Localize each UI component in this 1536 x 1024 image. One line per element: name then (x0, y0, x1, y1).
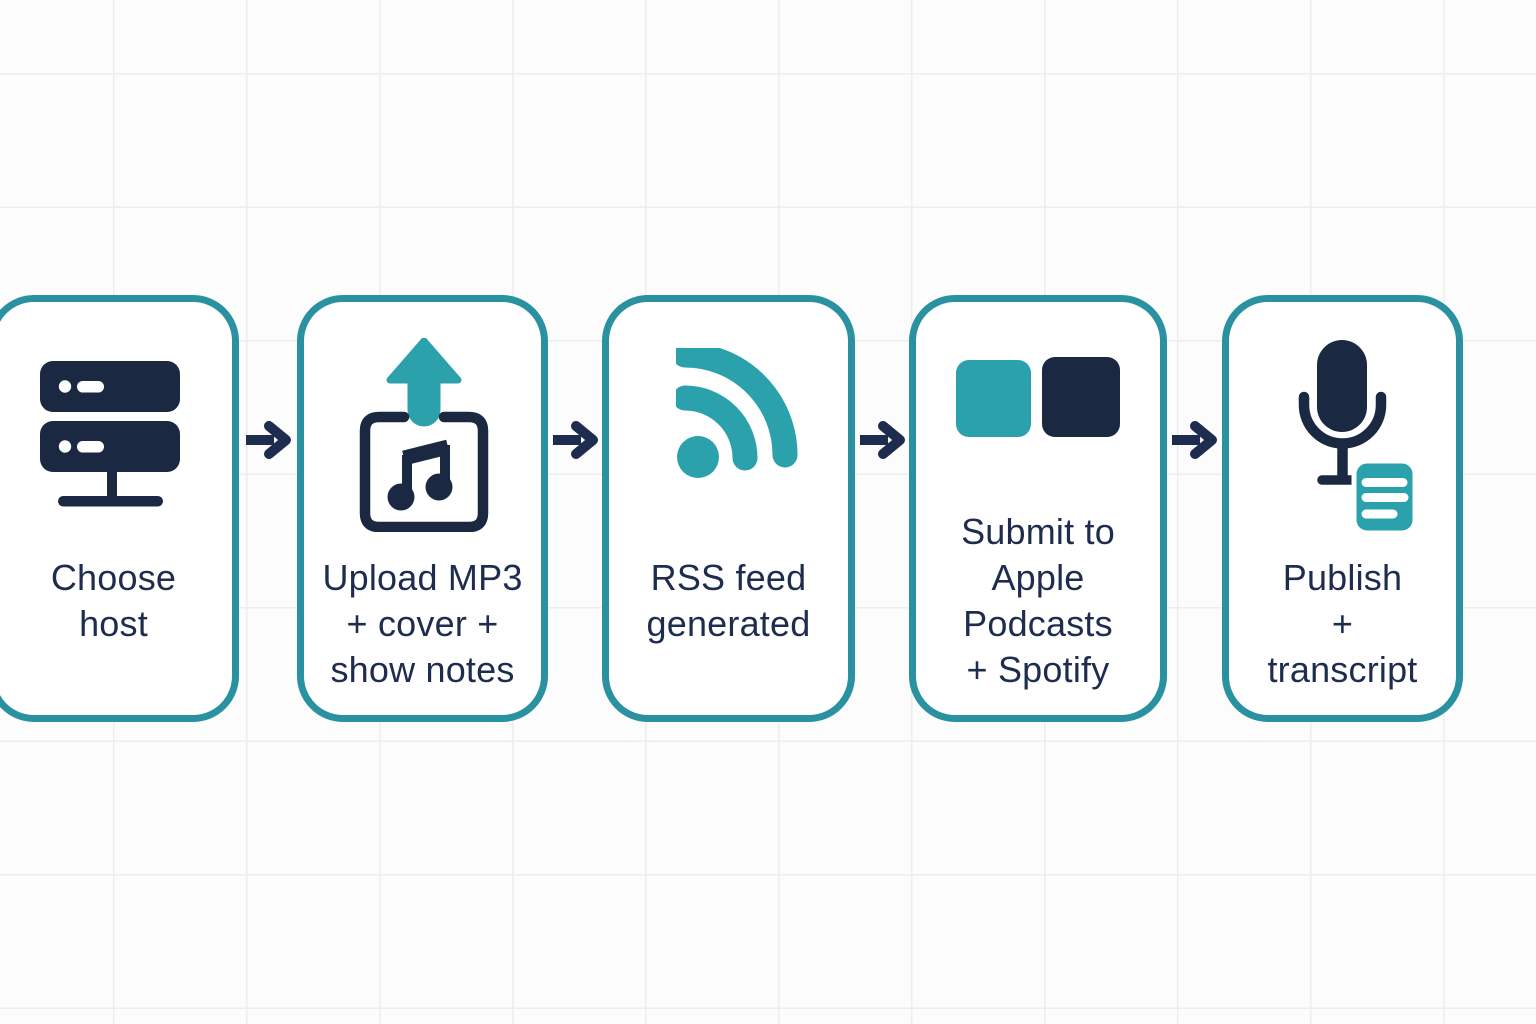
step-card-rss-feed: RSS feed generated (602, 295, 855, 722)
step-card-choose-host: Choose host (0, 295, 239, 722)
step-label: Choose host (0, 555, 232, 647)
step-label-line: host (79, 603, 148, 644)
upload-music-icon (359, 337, 489, 537)
apple-spotify-squares-icon (956, 357, 1120, 442)
step-label-line: Submit to (961, 511, 1115, 552)
step-label-line: Upload MP3 (322, 557, 523, 598)
arrow-right-icon (551, 417, 599, 463)
step-label: Publish + transcript (1229, 555, 1456, 693)
step-label: Submit to Apple Podcasts + Spotify (916, 509, 1160, 693)
step-card-submit-directories: Submit to Apple Podcasts + Spotify (909, 295, 1167, 722)
step-card-upload-mp3: Upload MP3 + cover + show notes (297, 295, 548, 722)
step-label-line: + (1331, 603, 1354, 644)
step-label-line: transcript (1267, 649, 1418, 690)
step-label-line: Apple (991, 557, 1085, 598)
arrow-right-icon (244, 417, 292, 463)
step-label-line: Choose (50, 557, 177, 598)
step-label: RSS feed generated (609, 555, 848, 647)
arrow-right-icon (858, 417, 906, 463)
step-label-line: show notes (330, 649, 515, 690)
step-label: Upload MP3 + cover + show notes (304, 555, 541, 693)
arrow-right-icon (1170, 417, 1218, 463)
step-label-line: Podcasts (963, 603, 1113, 644)
step-label-line: + cover + (346, 603, 499, 644)
microphone-transcript-icon (1295, 340, 1419, 540)
step-label-line: Publish (1282, 557, 1403, 598)
rss-icon (672, 342, 798, 484)
step-label-line: + Spotify (966, 649, 1110, 690)
step-card-publish-transcript: Publish + transcript (1222, 295, 1463, 722)
step-label-line: RSS feed (650, 557, 807, 598)
step-label-line: generated (646, 603, 811, 644)
server-icon (39, 361, 181, 512)
